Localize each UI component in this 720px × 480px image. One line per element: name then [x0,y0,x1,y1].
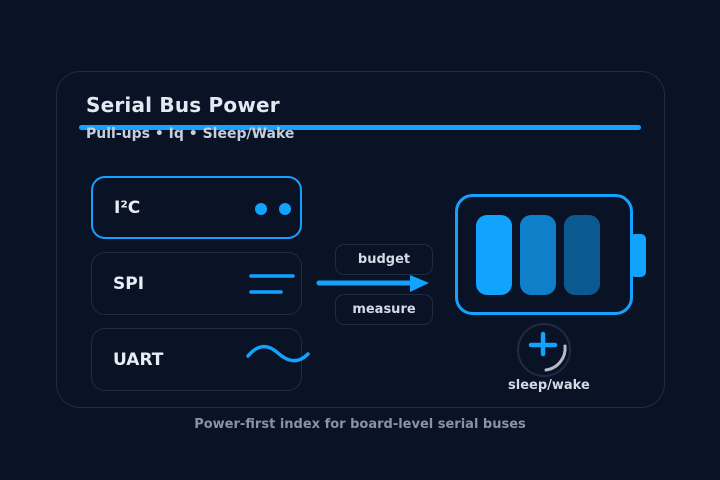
bus-label-i2c: I²C [114,197,141,218]
flow-arrow-icon [316,275,429,292]
bus-label-uart: UART [113,349,164,370]
two-dots-icon [255,203,291,215]
bus-label-spi: SPI [113,273,145,294]
bus-card-spi[interactable]: SPI [91,252,302,315]
page-title: Serial Bus Power [86,93,280,117]
battery-cell-3 [564,215,600,295]
plus-icon [528,331,558,357]
bus-card-i2c[interactable]: I²C [91,176,302,239]
page-subtitle: Pull-ups • Iq • Sleep/Wake [86,126,295,142]
sleep-wake-button[interactable] [516,322,572,378]
battery-icon [455,194,646,315]
footer-caption: Power-first index for board-level serial… [194,417,526,432]
title-accent-bar [79,125,641,130]
budget-pill[interactable]: budget [335,244,433,275]
parallel-lines-icon [249,274,295,294]
measure-pill[interactable]: measure [335,294,433,325]
battery-cell-2 [520,215,556,295]
sine-wave-icon [246,344,310,363]
sleep-wake-label: sleep/wake [508,378,590,393]
battery-cell-1 [476,215,512,295]
